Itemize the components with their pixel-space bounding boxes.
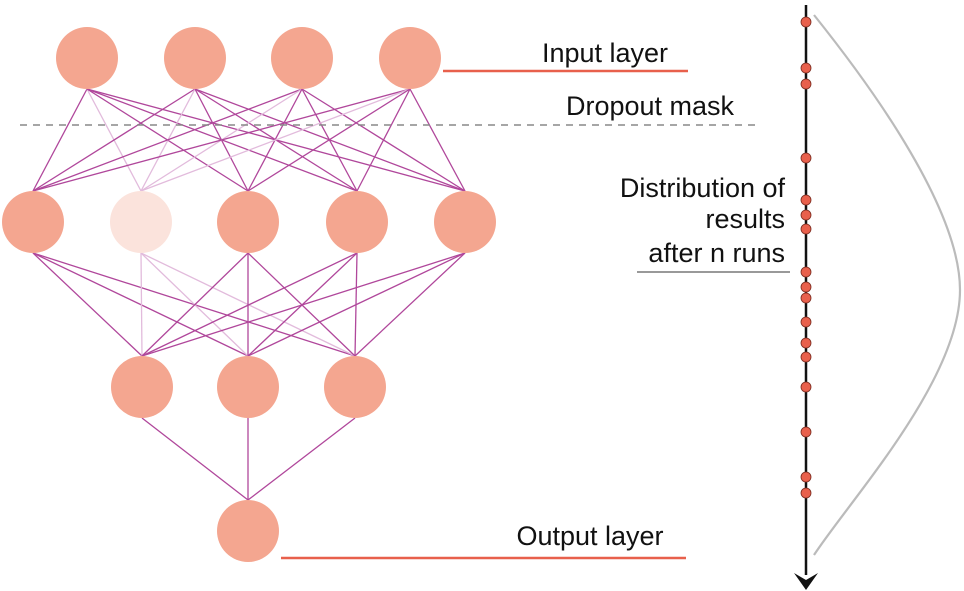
dropped-connection xyxy=(140,88,411,192)
sample-dot xyxy=(800,292,812,304)
sample-dot xyxy=(800,337,812,349)
connection xyxy=(141,252,249,357)
distribution-label-line3: after n runs xyxy=(648,238,785,268)
sample-dot xyxy=(800,426,812,438)
connection xyxy=(32,252,249,357)
connection xyxy=(32,88,196,192)
sample-dot xyxy=(800,62,812,74)
neuron-hidden-1-1 xyxy=(2,191,64,253)
sample-dot xyxy=(800,223,812,235)
connection xyxy=(32,88,303,192)
neuron-hidden-1-4 xyxy=(326,191,388,253)
connection xyxy=(247,417,356,501)
axis-arrow-down-icon xyxy=(794,573,818,590)
output-layer-label: Output layer xyxy=(516,521,663,551)
sample-dot xyxy=(800,487,812,499)
connection xyxy=(354,252,466,357)
neuron-hidden-2-1 xyxy=(111,356,173,418)
neuron-input-1 xyxy=(56,27,118,89)
neuron-input-2 xyxy=(164,27,226,89)
sample-dot xyxy=(800,152,812,164)
sample-dot xyxy=(800,281,812,293)
connection xyxy=(141,252,358,357)
sample-dot xyxy=(800,209,812,221)
sample-dot xyxy=(800,266,812,278)
connection xyxy=(141,417,249,501)
connection xyxy=(141,252,466,357)
dropped-connection xyxy=(140,252,143,357)
connection xyxy=(356,88,411,192)
connections xyxy=(32,88,466,501)
neuron-hidden-1-3 xyxy=(217,191,279,253)
sample-dot xyxy=(800,194,812,206)
neuron-input-3 xyxy=(271,27,333,89)
dropout-mask-label: Dropout mask xyxy=(566,91,735,121)
connection xyxy=(32,88,411,192)
neuron-hidden-1-5 xyxy=(434,191,496,253)
neuron-input-4 xyxy=(379,27,441,89)
connection xyxy=(247,252,466,357)
neuron-output-1 xyxy=(217,500,279,562)
dropped-neuron-hidden-1-2 xyxy=(110,191,172,253)
sample-dot xyxy=(800,381,812,393)
neurons xyxy=(2,27,496,562)
input-layer-label: Input layer xyxy=(542,38,668,68)
connection xyxy=(409,88,466,192)
sample-dot xyxy=(800,16,812,28)
connection xyxy=(247,88,411,192)
sample-dot xyxy=(800,471,812,483)
neuron-hidden-2-2 xyxy=(217,356,279,418)
sample-dot xyxy=(800,78,812,90)
connection xyxy=(32,252,143,357)
distribution-label-line1: Distribution of xyxy=(620,173,786,203)
sample-dot xyxy=(800,351,812,363)
neuron-hidden-2-3 xyxy=(324,356,386,418)
distribution-curve xyxy=(813,14,962,556)
distribution-samples xyxy=(800,16,812,499)
connection xyxy=(32,88,88,192)
distribution-label-line2: results xyxy=(705,204,785,234)
sample-dot xyxy=(800,316,812,328)
